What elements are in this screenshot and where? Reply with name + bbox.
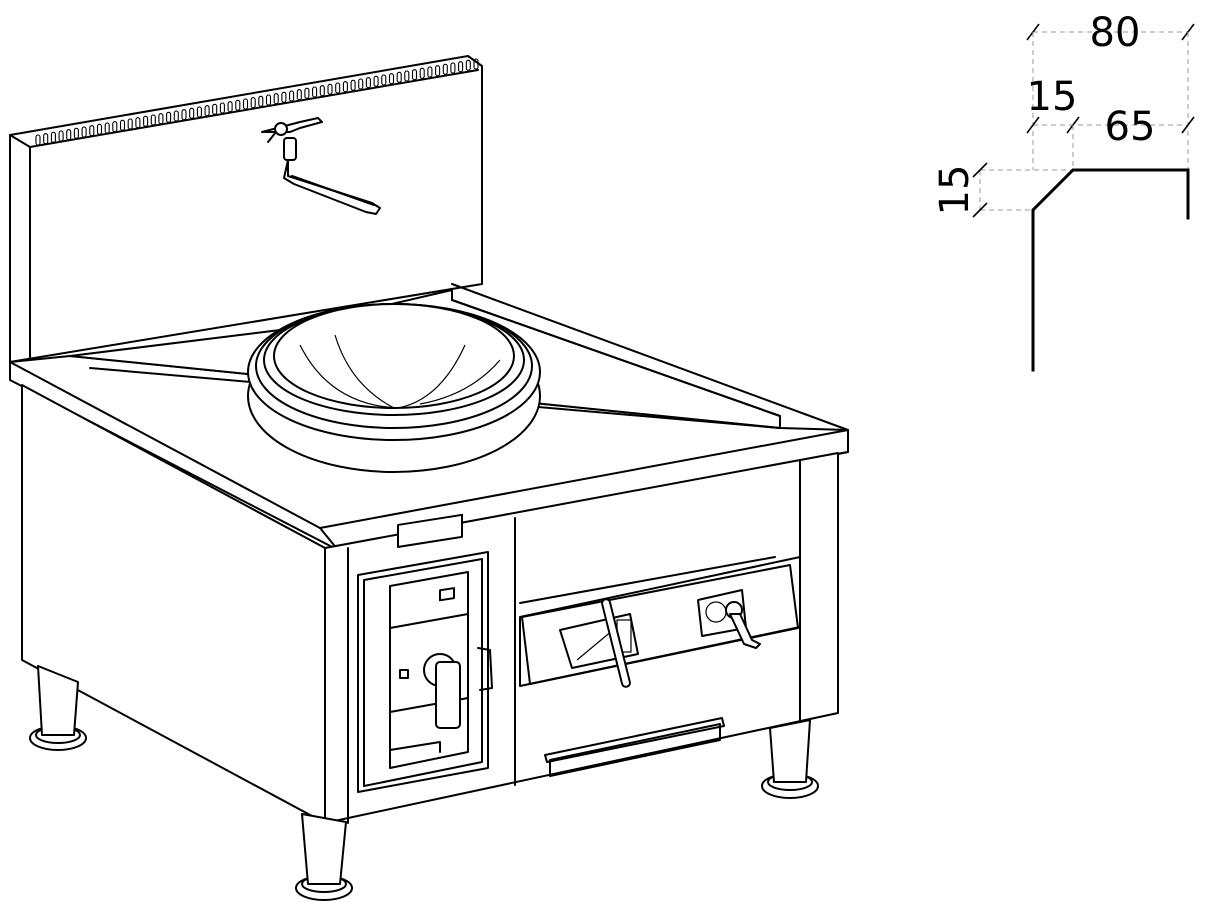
leg-front-left [29,665,87,751]
vent-slot [312,86,318,98]
vent-slot [35,134,41,146]
vent-slot [173,110,179,122]
vent-slot [419,67,425,79]
vent-slot [258,95,264,107]
vent-slot [127,118,133,130]
profile-detail: 80 15 65 15 [932,10,1195,372]
vent-slot [388,73,395,85]
vent-slot [458,61,464,73]
vent-slot [381,74,387,86]
control-door [357,513,493,793]
vent-slot [50,131,56,143]
vent-slot [143,115,149,127]
vent-slot [319,85,325,97]
vent-slot [396,71,402,83]
vent-slot [66,129,72,141]
vent-slot [119,119,126,131]
vent-slot [342,81,348,93]
profile-outline [1031,168,1190,372]
vent-slot [350,79,356,91]
vent-slot [465,59,471,71]
vent-slot [181,109,187,121]
dim-label-flat-width: 65 [1105,104,1156,150]
vent-slot [196,106,202,118]
vent-slot [235,99,241,111]
vent-slot [81,126,87,138]
vent-slot [96,123,103,135]
right-front [519,556,801,777]
vent-slot [58,130,64,142]
vent-slot [158,113,164,125]
vent-slot [135,117,141,129]
vent-slot [227,101,233,113]
vent-slot [273,93,279,105]
dim-label-chamfer-width: 15 [1027,74,1078,120]
vent-slot [89,125,95,137]
leg-front-center [295,813,353,901]
rotary-switch [697,589,761,649]
vent-slot [296,89,302,101]
vent-slot [335,82,341,94]
vent-slot [411,69,418,81]
vent-slot [450,62,456,74]
backsplash [9,55,483,363]
vent-slot [265,94,272,106]
vent-slot [473,58,479,70]
dim-label-overall-width: 80 [1090,10,1141,56]
vent-slot [250,97,256,109]
vent-slot [112,121,118,133]
vent-slot [43,133,49,145]
power-level-gauge [559,598,639,688]
vent-slot [365,77,371,89]
vent-slot [435,65,441,77]
wok-range-drawing [9,55,849,901]
vent-slot [304,87,310,99]
vent-slot [242,98,249,110]
vent-slot [189,107,195,119]
vent-slot [166,111,172,123]
drawer-slot [544,717,725,777]
legs [29,665,819,901]
vent-slot [373,75,379,87]
vent-slot [150,114,156,126]
vent-slot [404,70,410,82]
vent-slot [281,91,287,103]
backsplash-vent-slots [35,58,479,146]
wok-bowl [247,303,541,473]
vent-slot [427,66,433,78]
vent-slot [327,83,333,95]
faucet [261,117,381,215]
vent-slot [104,122,110,134]
leg-rear-right [761,719,819,799]
vent-slot [204,105,210,117]
vent-slot [219,102,225,114]
vent-slot [289,90,295,102]
vent-slot [358,78,364,90]
vent-slot [212,103,218,115]
dim-label-chamfer-height: 15 [932,165,978,216]
vent-slot [73,127,79,139]
vent-slot [442,63,448,75]
